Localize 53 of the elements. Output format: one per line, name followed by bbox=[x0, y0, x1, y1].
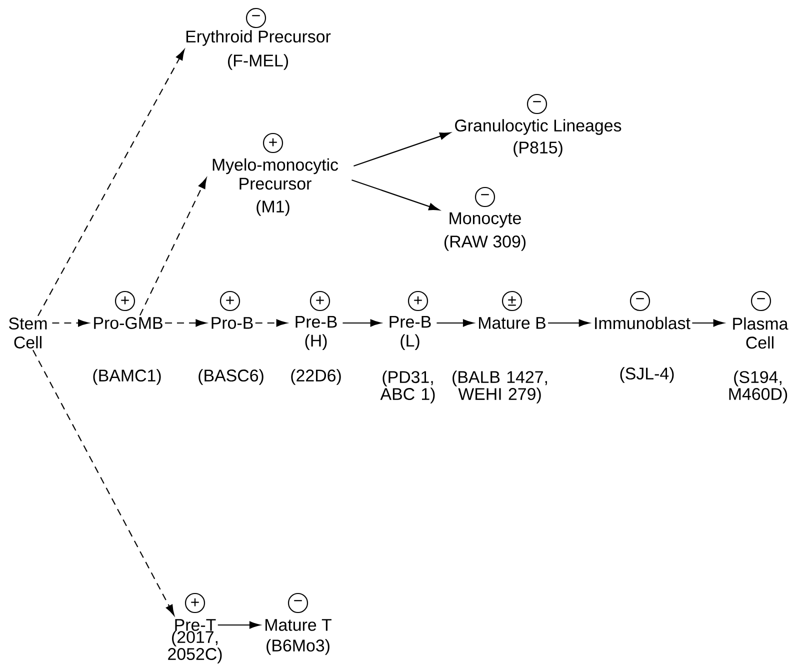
arrow bbox=[255, 319, 288, 327]
cell-stage-label: Myelo-monocytic Precursor bbox=[212, 158, 338, 190]
cell-line-label: (BALB 1427, WEHI 279) bbox=[452, 370, 547, 404]
cell-stage-label: Plasma Cell bbox=[733, 317, 788, 349]
arrow bbox=[352, 179, 440, 210]
arrow bbox=[354, 132, 450, 167]
circled-sign: − bbox=[246, 8, 266, 28]
cell-stage-label: Mature B bbox=[479, 317, 546, 329]
arrow bbox=[218, 621, 260, 629]
cell-line-label: (B6Mo3) bbox=[266, 639, 330, 655]
circled-sign: + bbox=[184, 592, 206, 614]
circled-sign: ± bbox=[502, 290, 522, 312]
cell-stage-label: Pre-T bbox=[175, 619, 216, 631]
cell-line-label: (BAMC1) bbox=[93, 369, 161, 385]
circled-sign: + bbox=[408, 290, 428, 312]
circled-sign: + bbox=[220, 290, 240, 312]
circled-sign: − bbox=[526, 94, 548, 114]
arrow bbox=[548, 319, 590, 327]
cell-stage-label: Stem Cell bbox=[9, 318, 47, 348]
cell-stage-label: Pro-GMB bbox=[94, 317, 162, 329]
circled-sign: − bbox=[630, 290, 650, 312]
circled-sign: − bbox=[288, 592, 308, 614]
circled-sign: + bbox=[262, 132, 284, 154]
circled-sign: + bbox=[114, 290, 136, 312]
cell-stage-label: Immunoblast bbox=[595, 316, 690, 330]
cell-stage-label: Mature T bbox=[266, 619, 332, 631]
cell-line-label: (M1) bbox=[256, 200, 290, 216]
cell-stage-label: Erythroid Precursor bbox=[186, 30, 331, 46]
cell-line-label: (BASC6) bbox=[198, 369, 264, 385]
cell-stage-label: Granulocytic Lineages bbox=[455, 119, 622, 135]
arrow bbox=[140, 178, 207, 316]
arrow bbox=[436, 319, 474, 327]
cell-stage-label: Pre-B (H) bbox=[296, 316, 337, 350]
circled-sign: + bbox=[310, 290, 330, 312]
arrow bbox=[165, 319, 206, 327]
circled-sign: − bbox=[750, 290, 772, 312]
cell-line-label: (S194, M460D) bbox=[729, 370, 788, 404]
cell-line-label: (F-MEL) bbox=[228, 54, 288, 70]
cell-line-label: (SJL-4) bbox=[620, 367, 674, 383]
cell-line-label: (22D6) bbox=[291, 369, 341, 385]
cell-line-label: (PD31, ABC 1) bbox=[380, 370, 435, 404]
arrow bbox=[52, 319, 89, 327]
cell-stage-label: Monocyte bbox=[450, 212, 521, 228]
arrow bbox=[32, 350, 174, 616]
arrow bbox=[342, 319, 382, 327]
cell-line-label: (RAW 309) bbox=[444, 235, 526, 251]
cell-stage-label: Pro-B bbox=[212, 317, 253, 329]
cell-line-label: (2017, 2052C) bbox=[168, 630, 222, 664]
arrow bbox=[38, 49, 185, 316]
arrow bbox=[692, 319, 724, 327]
cell-stage-label: Pre-B (L) bbox=[390, 316, 431, 350]
circled-sign: − bbox=[474, 186, 496, 208]
cell-line-label: (P815) bbox=[514, 141, 562, 157]
